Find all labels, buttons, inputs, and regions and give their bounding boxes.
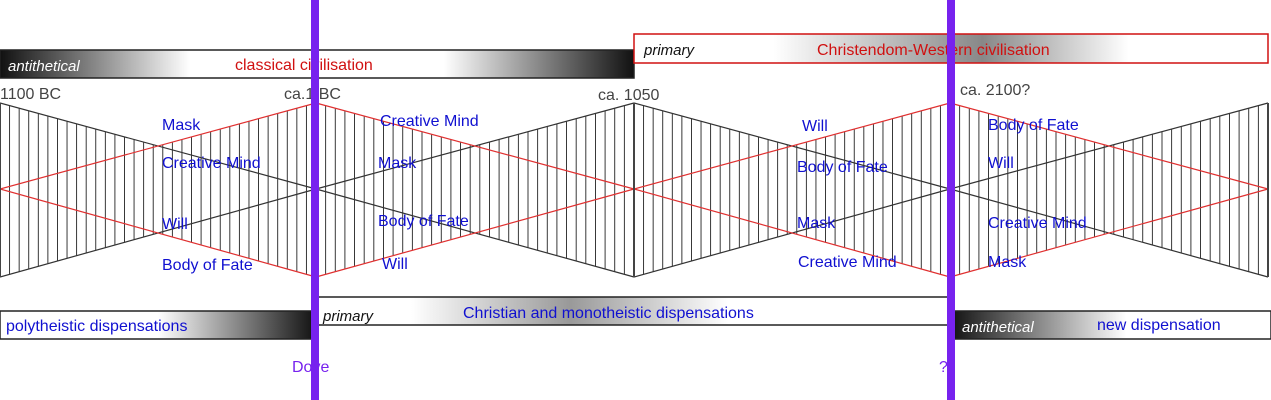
marker-line-right — [947, 0, 955, 400]
cone-edge-red — [0, 102, 317, 190]
marker-label-question: ? — [939, 359, 948, 376]
date-ca1050: ca. 1050 — [598, 87, 659, 104]
faculty-label: Creative Mind — [988, 215, 1087, 232]
cone-edge-red — [315, 188, 635, 278]
faculty-label: Body of Fate — [162, 257, 253, 274]
faculty-label: Will — [988, 155, 1014, 172]
marker-label-dove: Dove — [292, 359, 329, 376]
cone-edge-red — [633, 188, 951, 278]
faculty-label: Body of Fate — [988, 117, 1079, 134]
bottom-band-mid: primary Christian and monotheistic dispe… — [315, 296, 951, 326]
faculty-label: Body of Fate — [378, 213, 469, 230]
date-ca2100: ca. 2100? — [960, 82, 1030, 99]
cone-outlines — [0, 102, 1269, 278]
faculty-label: Mask — [797, 215, 836, 232]
faculty-label: Mask — [162, 117, 201, 134]
cone-edge-red — [633, 102, 951, 190]
date-1100bc: 1100 BC — [0, 86, 61, 103]
bottom-band-right: antithetical new dispensation — [949, 310, 1271, 340]
faculty-label: Creative Mind — [798, 254, 897, 271]
faculty-label: Creative Mind — [380, 113, 479, 130]
bottom-band-left: polytheistic dispensations — [0, 310, 317, 340]
band-tag-primary: primary — [643, 42, 696, 59]
faculty-label: Body of Fate — [797, 159, 888, 176]
band-title-classical: classical civilisation — [235, 57, 373, 74]
band-tag-antithetical-bottom: antithetical — [962, 319, 1034, 336]
cone-edge-red — [0, 188, 317, 278]
faculty-label: Will — [382, 256, 408, 273]
faculty-label: Will — [162, 216, 188, 233]
cone-edge-red — [949, 102, 1269, 190]
faculty-label: Mask — [988, 254, 1027, 271]
faculty-label: Creative Mind — [162, 155, 261, 172]
band-tag-antithetical: antithetical — [8, 58, 80, 75]
band-title-new-dispensation: new dispensation — [1097, 317, 1221, 334]
cone-edge-red — [949, 188, 1269, 278]
band-title-christian: Christian and monotheistic dispensations — [463, 305, 754, 322]
cone-edge-red — [315, 102, 635, 190]
band-tag-primary-bottom: primary — [322, 308, 375, 325]
faculty-label: Will — [802, 118, 828, 135]
band-title-christendom: Christendom-Western civilisation — [817, 42, 1050, 59]
faculty-label: Mask — [378, 155, 417, 172]
band-title-polytheistic: polytheistic dispensations — [6, 318, 187, 335]
marker-line-left — [311, 0, 319, 400]
